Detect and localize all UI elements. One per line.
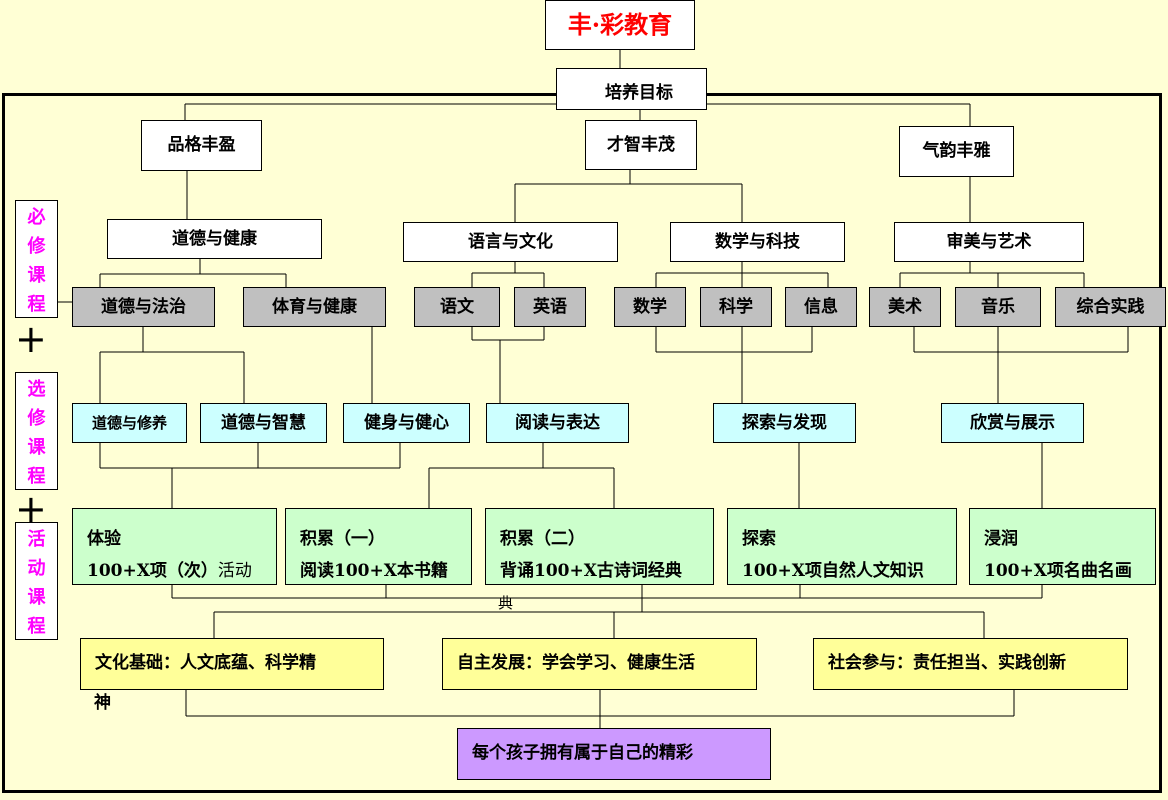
activity-detail: 100+X项（次）活动 (87, 555, 276, 587)
domain-label: 语言与文化 (468, 231, 553, 252)
goal-text: 培养目标 (605, 83, 673, 103)
activity-detail-main: 100+X项（次） (87, 561, 218, 582)
activity-detail: 100+X项名曲名画 (984, 561, 1132, 582)
domain-box-3: 数学与科技 (670, 222, 845, 262)
elective-label: 道德与修养 (91, 414, 167, 432)
subject-box: 体育与健康 (243, 287, 386, 327)
elective-label: 阅读与表达 (515, 412, 600, 433)
elective-label: 探索与发现 (742, 412, 827, 433)
subject-label: 综合实践 (1076, 296, 1145, 317)
stray-character: 典 (498, 594, 514, 612)
activity-detail: 背诵100+X古诗词经典 (500, 561, 682, 582)
outcome-box: 文化基础：人文底蕴、科学精 (80, 638, 384, 690)
subject-label: 信息 (804, 296, 838, 317)
final-text: 每个孩子拥有属于自己的精彩 (472, 743, 693, 763)
domain-box-4: 审美与艺术 (894, 222, 1084, 262)
quality-label: 品格丰盈 (167, 135, 236, 156)
domain-box-1: 道德与健康 (107, 219, 322, 259)
elective-box: 道德与修养 (72, 403, 187, 443)
outcome-text: 自主发展：学会学习、健康生活 (457, 653, 695, 673)
subject-box: 语文 (414, 287, 500, 327)
activity-title: 积累（一） (300, 529, 385, 549)
outcome-text: 文化基础：人文底蕴、科学精 (95, 653, 316, 673)
activity-box: 浸润 100+X项名曲名画 (969, 508, 1156, 585)
activity-title: 积累（二） (500, 529, 585, 549)
activity-title: 浸润 (984, 529, 1018, 549)
subject-box: 信息 (785, 287, 857, 327)
activity-title: 探索 (742, 529, 776, 549)
elective-box: 欣赏与展示 (941, 403, 1084, 443)
title-text: 丰·彩教育 (567, 9, 673, 39)
subject-label: 英语 (533, 296, 567, 317)
side-label-activity: 活动课程 (15, 522, 58, 640)
activity-box: 探索 100+X项自然人文知识 (727, 508, 957, 585)
quality-box-2: 才智丰茂 (585, 120, 697, 170)
subject-label: 科学 (719, 296, 753, 317)
final-box: 每个孩子拥有属于自己的精彩 (457, 728, 771, 780)
outcome-text: 社会参与：责任担当、实践创新 (828, 653, 1066, 673)
elective-label: 道德与智慧 (221, 412, 306, 433)
outcome-overflow-text: 神 (94, 693, 111, 713)
quality-label: 气韵丰雅 (922, 141, 991, 162)
subject-label: 美术 (888, 296, 922, 317)
subject-label: 体育与健康 (272, 296, 357, 317)
outcome-box: 社会参与：责任担当、实践创新 (813, 638, 1128, 690)
subject-box: 道德与法治 (72, 287, 215, 327)
side-label-required: 必修课程 (15, 200, 58, 318)
domain-box-2: 语言与文化 (403, 222, 618, 262)
side-label-text: 必修课程 (27, 207, 46, 315)
activity-box: 积累（一） 阅读100+X本书籍 (285, 508, 472, 585)
activity-title: 体验 (87, 529, 121, 549)
side-label-text: 选修课程 (27, 379, 46, 487)
elective-box: 道德与智慧 (200, 403, 327, 443)
goal-box: 培养目标 (556, 68, 707, 110)
quality-label: 才智丰茂 (607, 134, 675, 155)
activity-detail-suffix: 活动 (217, 561, 252, 582)
subject-box: 科学 (700, 287, 772, 327)
subject-label: 音乐 (981, 296, 1015, 317)
activity-detail: 阅读100+X本书籍 (300, 561, 448, 582)
title-box: 丰·彩教育 (545, 0, 695, 50)
domain-label: 数学与科技 (715, 231, 800, 252)
activity-box: 体验 100+X项（次）活动 (72, 508, 277, 585)
quality-box-3: 气韵丰雅 (899, 126, 1014, 177)
activity-box: 积累（二） 背诵100+X古诗词经典 (485, 508, 714, 585)
elective-box: 阅读与表达 (486, 403, 629, 443)
quality-box-1: 品格丰盈 (141, 120, 262, 171)
subject-box: 综合实践 (1055, 287, 1166, 327)
domain-label: 审美与艺术 (946, 231, 1032, 252)
plus-sign-1: + (15, 317, 47, 361)
plus-sign-2: + (15, 487, 47, 531)
side-label-elective: 选修课程 (15, 372, 58, 490)
outcome-box: 自主发展：学会学习、健康生活 (442, 638, 757, 690)
subject-box: 数学 (614, 287, 686, 327)
subject-box: 音乐 (955, 287, 1041, 327)
subject-box: 美术 (869, 287, 941, 327)
elective-label: 欣赏与展示 (970, 412, 1055, 433)
subject-label: 语文 (440, 296, 474, 317)
subject-label: 数学 (633, 296, 667, 317)
elective-label: 健身与健心 (364, 412, 449, 433)
elective-box: 健身与健心 (343, 403, 470, 443)
elective-box: 探索与发现 (713, 403, 856, 443)
side-label-text: 活动课程 (27, 529, 46, 637)
subject-label: 道德与法治 (101, 296, 186, 317)
subject-box: 英语 (514, 287, 586, 327)
activity-detail: 100+X项自然人文知识 (742, 561, 924, 582)
domain-label: 道德与健康 (172, 228, 257, 249)
